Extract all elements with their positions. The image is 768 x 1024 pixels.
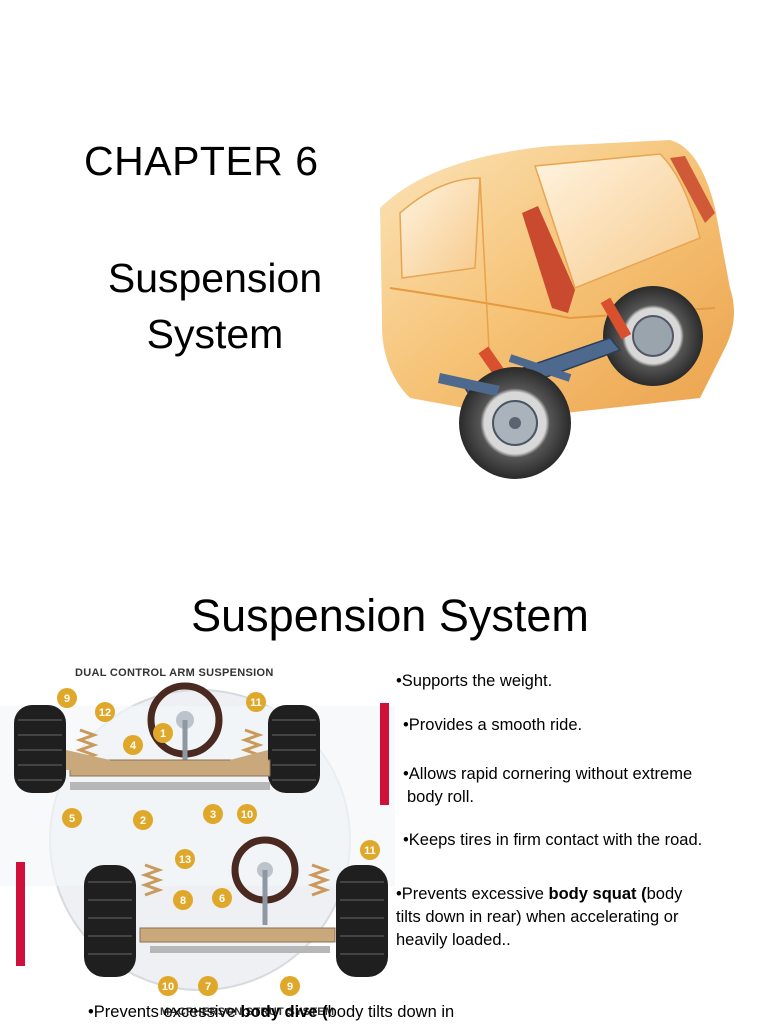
bullet-tire-contact: •Keeps tires in firm contact with the ro… [403, 831, 703, 849]
accent-bar-left [16, 862, 25, 966]
svg-text:5: 5 [69, 813, 75, 825]
svg-text:11: 11 [364, 845, 376, 857]
svg-text:4: 4 [130, 740, 137, 752]
bullet-supports-weight: •Supports the weight. [396, 672, 553, 690]
svg-text:6: 6 [219, 893, 225, 905]
chapter-title-line1: Suspension [107, 255, 323, 301]
svg-text:9: 9 [64, 693, 70, 705]
svg-text:2: 2 [140, 815, 146, 827]
diagram-top-label: DUAL CONTROL ARM SUSPENSION [75, 667, 274, 679]
chapter-heading: CHAPTER 6 [84, 138, 319, 184]
callouts-bottom: 13 8 6 11 10 7 9 [158, 840, 380, 996]
bullet-smooth-ride: •Provides a smooth ride. [403, 716, 583, 734]
bullet-body-squat: •Prevents excessive body squat (body til… [396, 885, 683, 949]
chapter-title: Suspension System [60, 250, 370, 362]
bullet-body-dive: •Prevents excessive body dive (body tilt… [88, 1003, 455, 1021]
callouts-top: 9 12 4 1 11 5 2 3 10 [57, 688, 266, 830]
bullet-rapid-cornering: •Allows rapid cornering without extreme … [403, 765, 693, 806]
car-rear-suspension-illustration [380, 140, 734, 479]
svg-text:8: 8 [180, 895, 186, 907]
svg-text:10: 10 [162, 981, 174, 993]
suspension-diagram: DUAL CONTROL ARM SUSPENSION [0, 667, 395, 1018]
slide-suspension-system: Suspension System DUAL CONTROL ARM SUSPE… [0, 560, 768, 1024]
svg-text:10: 10 [241, 809, 253, 821]
tire-right-bottom [336, 865, 388, 977]
slide-title: Suspension System [191, 590, 589, 641]
slide-chapter-title: CHAPTER 6 Suspension System [60, 138, 734, 479]
svg-text:13: 13 [179, 854, 191, 866]
svg-text:11: 11 [250, 697, 262, 709]
accent-bar-right [380, 703, 389, 805]
svg-text:1: 1 [160, 728, 166, 740]
svg-text:12: 12 [99, 707, 111, 719]
diagram-bottom-label: MACPHERSON STRUT SYSTEM [160, 1006, 334, 1018]
tire-left-bottom [84, 865, 136, 977]
svg-text:3: 3 [210, 809, 216, 821]
macpherson-strut-assembly: 13 8 6 11 10 7 9 [84, 836, 388, 996]
dual-control-arm-assembly: 9 12 4 1 11 5 2 3 10 [14, 682, 320, 830]
chapter-title-line2: System [146, 311, 284, 357]
svg-text:9: 9 [287, 981, 293, 993]
svg-text:7: 7 [205, 981, 211, 993]
